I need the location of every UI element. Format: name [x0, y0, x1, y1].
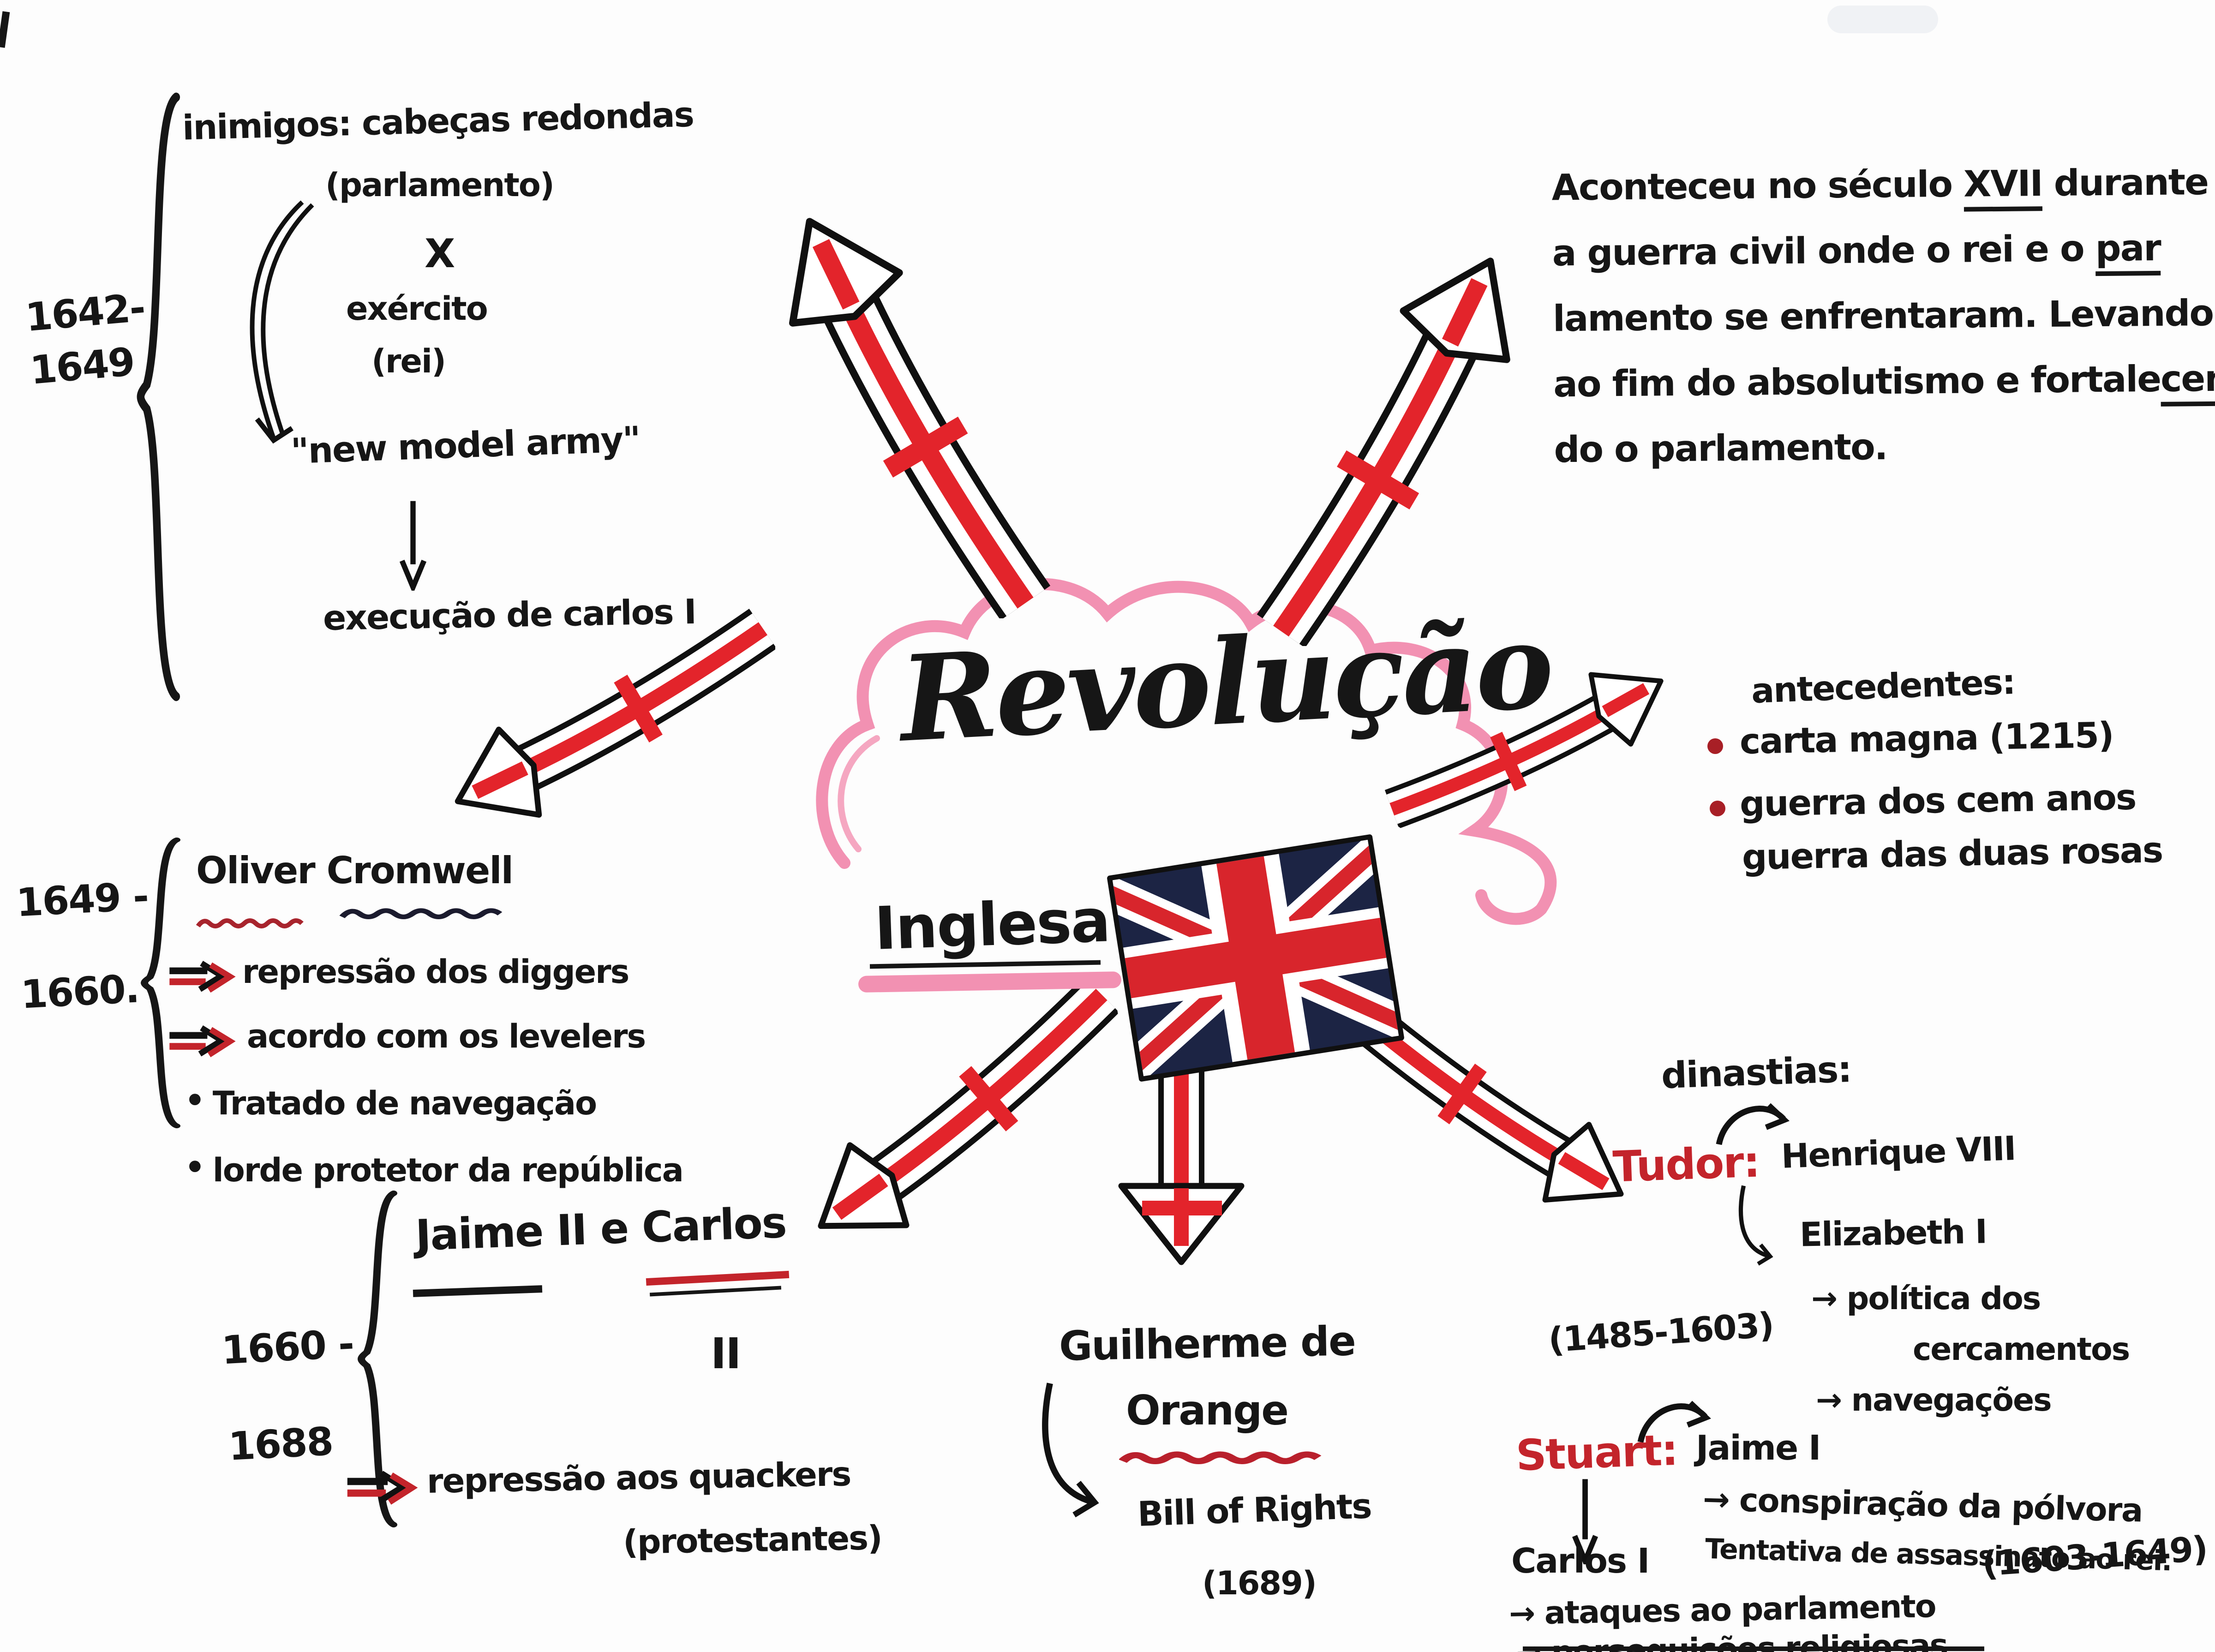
carlos-underline-red [646, 1270, 790, 1286]
swoosh-arrow-icon [233, 198, 339, 457]
arrow-right-icon: → [1509, 1595, 1535, 1633]
civil-war-army: exército [346, 290, 488, 328]
orange-name-2: Orange [1126, 1387, 1289, 1434]
flag-arrow-top-right-icon [1200, 198, 1606, 646]
flag-arrow-top-left-icon [678, 157, 1121, 618]
down-arrow-icon [397, 498, 429, 591]
bottom-rule [1523, 1646, 1984, 1651]
smudge [1827, 6, 1938, 33]
restoration-protestants: (protestantes) [623, 1518, 882, 1562]
double-arrow-icon [344, 1467, 420, 1509]
dynasties-heading: dinastias: [1660, 1048, 1852, 1097]
orange-year: (1689) [1202, 1564, 1317, 1602]
jaime-underline [413, 1285, 543, 1297]
arrow-right-icon: → [1702, 1480, 1730, 1519]
union-jack-flag-icon [1107, 834, 1405, 1082]
flag-arrow-left-icon [406, 545, 775, 914]
restoration-period-end: 1688 [227, 1419, 334, 1469]
hook-arrow-icon [1728, 1184, 1797, 1271]
stuart-king-2: Carlos I [1511, 1541, 1650, 1581]
brace-cromwell [136, 838, 182, 1128]
restoration-repression: repressão aos quackers [426, 1454, 851, 1501]
versus-mark: X [425, 231, 455, 277]
tudor-king-2: Elizabeth I [1799, 1212, 1987, 1254]
new-model-army: "new model army" [290, 418, 641, 472]
orange-name-1: Guilherme de [1059, 1317, 1356, 1370]
brace-civil-war [132, 92, 182, 701]
tudor-policy-2: cercamentos [1913, 1331, 2130, 1368]
antecedentes-heading: antecedentes: [1750, 662, 2016, 711]
cromwell-item: acordo com os levelers [247, 1018, 646, 1055]
carlos-underline-black [649, 1286, 782, 1297]
arrow-right-icon: → [1811, 1281, 1838, 1317]
cromwell-item: •Tratado de navegação [185, 1082, 597, 1122]
tudor-policy-1: → política dos [1811, 1281, 2041, 1317]
tudor-king-1: Henrique VIII [1780, 1129, 2016, 1176]
summary-paragraph: Aconteceu no século XVII durante a guerr… [1551, 150, 2215, 483]
stuart-king-1: Jaime I [1696, 1428, 1821, 1468]
restoration-kings: Jaime II e Carlos [414, 1198, 787, 1260]
stuart-event-3: → ataques ao parlamento [1509, 1588, 1936, 1633]
arc-arrow-icon [1714, 1096, 1793, 1151]
stuart-period: (1603-1649) [1981, 1529, 2209, 1584]
cromwell-item: •lorde protetor da república [185, 1149, 684, 1189]
tudor-policy-3: → navegações [1816, 1382, 2052, 1419]
bullet-icon [1707, 738, 1723, 754]
restoration-kings-numeral: II [711, 1329, 741, 1378]
double-arrow-icon [166, 958, 238, 997]
orange-bill: Bill of Rights [1137, 1486, 1372, 1534]
bullet-icon: • [185, 1082, 205, 1119]
civil-war-parliament: (parlamento) [325, 166, 555, 204]
double-arrow-icon [166, 1022, 238, 1061]
bullet-icon: • [185, 1149, 205, 1186]
cromwell-period-end: 1660. [19, 966, 140, 1018]
flag-arrow-down-icon [1108, 1052, 1255, 1269]
cromwell-period-start: 1649 - [15, 873, 150, 926]
civil-war-king: (rei) [371, 342, 446, 380]
hook-arrow-icon [1036, 1380, 1128, 1527]
flag-arrow-bottom-left-icon [722, 906, 1166, 1350]
stray-mark [0, 11, 10, 48]
down-arrow-icon [1569, 1477, 1601, 1564]
roman-xvii: XVII [1963, 163, 2043, 212]
antecedente-item: carta magna (1215) [1739, 714, 2114, 762]
wavy-underline-black [339, 905, 515, 921]
stuart-event-1: → conspiração da pólvora [1702, 1480, 2143, 1530]
civil-war-enemies: inimigos: cabeças redondas [182, 95, 694, 148]
antecedente-item: guerra das duas rosas [1742, 829, 2163, 878]
cromwell-item: repressão dos diggers [242, 953, 629, 991]
wavy-underline-red [1119, 1449, 1336, 1466]
brace-restoration [353, 1191, 399, 1527]
wavy-underline-red [196, 916, 311, 930]
execution-label: execução de carlos I [323, 592, 696, 639]
arrow-right-icon: → [1816, 1382, 1842, 1419]
flag-arrow-right-icon [1327, 520, 1764, 957]
page-subtitle: Inglesa [873, 886, 1111, 964]
antecedente-item: guerra dos cem anos [1739, 776, 2136, 825]
tudor-period: (1485-1603) [1547, 1305, 1775, 1360]
restoration-period-start: 1660 - [220, 1321, 355, 1373]
cromwell-name: Oliver Cromwell [196, 849, 514, 892]
arc-arrow-icon [1636, 1394, 1714, 1449]
bullet-icon [1710, 801, 1725, 816]
